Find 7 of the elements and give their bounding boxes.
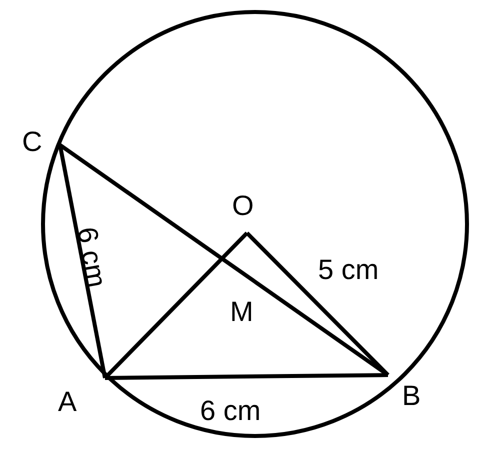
point-label: B <box>402 382 421 410</box>
point-label: A <box>58 388 77 416</box>
length-label: 5 cm <box>318 256 379 284</box>
length-label: 6 cm <box>200 397 261 425</box>
point-label: M <box>230 298 254 326</box>
point-label: O <box>232 192 254 220</box>
point-label: C <box>22 128 42 156</box>
